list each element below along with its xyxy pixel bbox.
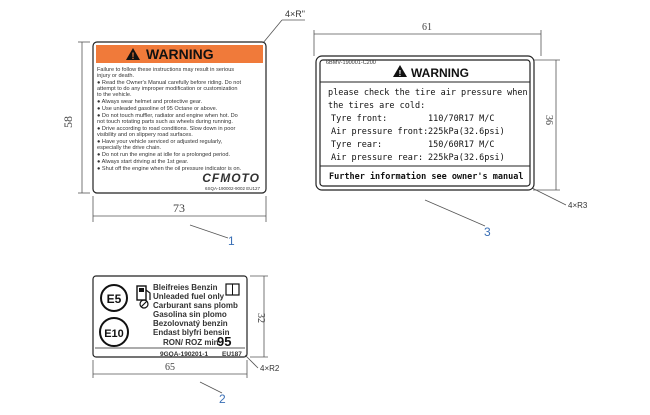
label-2-text-block: Bleifreies Benzin Unleaded fuel only Car…: [153, 283, 238, 337]
label-3-outline-inner: [319, 59, 531, 187]
fuel-line: Unleaded fuel only: [153, 292, 225, 301]
tyre-rear-value: 150/60R17 M/C: [428, 140, 495, 150]
label-1-line: ● Drive according to road conditions. Sl…: [97, 126, 235, 132]
fuel-line: Carburant sans plomb: [153, 301, 238, 310]
fuel-pump-icon: [136, 285, 151, 309]
tyre-front-label: Tyre front:: [331, 114, 387, 124]
label-1-line: ● Do not run the engine at idle for a pr…: [97, 152, 231, 158]
callout-2: 2: [219, 392, 226, 406]
label-1-outline: [92, 41, 267, 194]
leader-line: [244, 354, 259, 369]
label-1-line: not touch rotating parts such as wheels …: [97, 119, 233, 125]
pressure-rear-label: Air pressure rear:: [331, 153, 423, 163]
label-2-height-dim: 32: [255, 313, 266, 323]
warning-triangle-icon: !: [399, 69, 402, 78]
fuel-line: Bleifreies Benzin: [153, 283, 218, 292]
label-2-part-number: 9GQA-190201-1: [160, 351, 208, 358]
label-3-height-dim: 36: [543, 115, 554, 125]
leader-line: [199, 381, 223, 394]
tyre-front-value: 110/70R17 M/C: [428, 114, 495, 124]
label-3-warning-title: WARNING: [411, 66, 469, 80]
label-3-drawing: 61 36 4×R3 6BMV-190001-C200 ! WARNING pl…: [313, 22, 588, 239]
label-1-part-number: 6SQA-190002-9002 EU127: [205, 186, 261, 191]
warning-triangle-icon: !: [132, 51, 135, 61]
label-1-line: to the vehicle.: [97, 92, 132, 98]
leader-line: [531, 187, 567, 206]
label-3-intro: the tires are cold:: [328, 101, 425, 111]
ron-value: 95: [217, 334, 231, 349]
label-1-line: ● Always wear helmet and protective gear…: [97, 99, 202, 105]
label-3-footer: Further information see owner's manual: [329, 171, 523, 182]
fuel-line: Endast blyfri bensin: [153, 328, 230, 337]
pressure-front-label: Air pressure front:: [331, 127, 428, 137]
pressure-rear-value: 225kPa(32.6psi): [428, 153, 505, 163]
warning-triangle-icon: [393, 65, 407, 77]
e5-badge: [100, 284, 128, 312]
label-1-line: ● Use unleaded gasoline of 95 Octane or …: [97, 106, 218, 112]
label-3-corner-note: 4×R3: [568, 201, 588, 210]
warning-triangle-icon: [126, 48, 140, 60]
label-1-line: attempt to do any improper modification …: [97, 86, 238, 92]
label-1-line: injury or death.: [97, 73, 134, 79]
label-1-line: ● Read the Owner's Manual carefully befo…: [97, 80, 241, 86]
fuel-line: Gasolina sin plomo: [153, 310, 227, 319]
e10-text: E10: [104, 328, 124, 340]
label-1-drawing: 58 73 4×R" ! WARNING Failure to follow t…: [61, 9, 305, 248]
label-1-line: especially the drive chain.: [97, 145, 161, 151]
label-1-line: ● Have your vehicle serviced or adjusted…: [97, 139, 223, 145]
label-1-warning-title: WARNING: [146, 46, 214, 62]
ron-label: RON/ ROZ min: [163, 338, 219, 347]
e5-text: E5: [107, 292, 122, 306]
label-1-line: ● Do not touch muffler, radiator and eng…: [97, 113, 238, 119]
label-1-line: ● Shut off the engine when the oil press…: [97, 166, 242, 172]
pressure-front-value: 225kPa(32.6psi): [428, 127, 505, 137]
label-1-corner-note: 4×R": [285, 9, 305, 19]
callout-3: 3: [484, 225, 491, 239]
tyre-rear-label: Tyre rear:: [331, 140, 382, 150]
label-2-drawing: 32 65 4×R2 E5 E10 i Bleifreies Benzin Un…: [92, 275, 280, 406]
leader-line: [189, 224, 229, 239]
label-2-code: EU187: [222, 351, 242, 358]
svg-text:i: i: [232, 288, 234, 295]
e10-badge: [99, 317, 129, 347]
label-3-outline-outer: [315, 55, 535, 191]
label-1-line: ● Always start driving at the 1st gear.: [97, 159, 189, 165]
label-3-part-number: 6BMV-190001-C200: [326, 60, 376, 66]
label-1-line: visibility and on slippery road surfaces…: [97, 132, 193, 138]
manual-book-icon: i: [225, 283, 240, 296]
label-3-width-dim: 61: [422, 22, 432, 33]
callout-1: 1: [228, 234, 235, 248]
label-1-height-dim: 58: [61, 116, 75, 128]
leader-line: [424, 199, 486, 227]
leader-line: [262, 19, 283, 44]
label-1-text-block: Failure to follow these instructions may…: [97, 67, 242, 172]
label-1-width-dim: 73: [173, 201, 185, 215]
label-2-corner-note: 4×R2: [260, 364, 280, 373]
fuel-line: Bezolovnatý benzin: [153, 319, 228, 328]
cfmoto-logo: CFMOTO: [202, 171, 260, 185]
label-1-line: Failure to follow these instructions may…: [97, 67, 234, 73]
label-2-width-dim: 65: [165, 362, 175, 373]
label-2-outline: [92, 275, 248, 358]
label-3-intro: please check the tire air pressure when: [328, 88, 528, 98]
